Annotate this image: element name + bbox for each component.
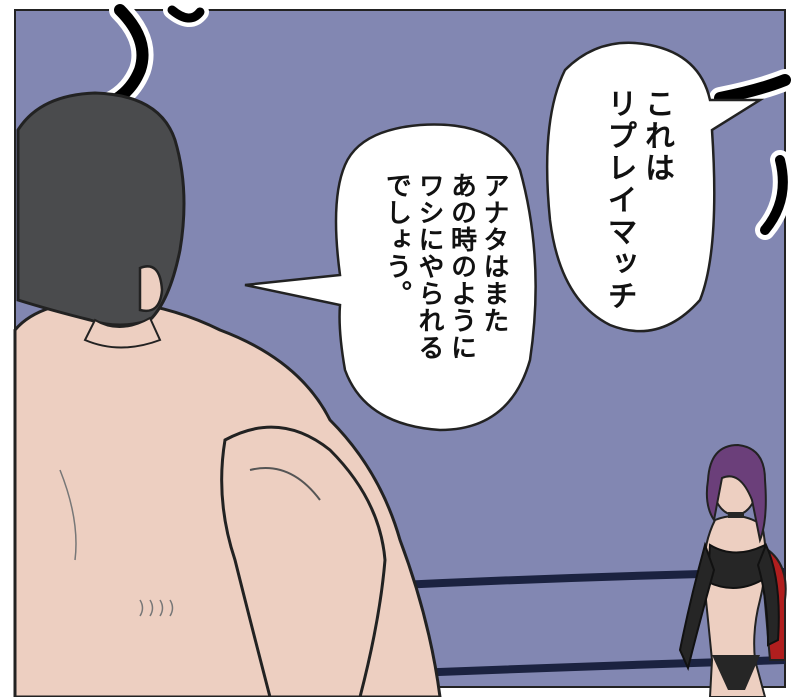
speech-center-line: アナタはまた [479, 172, 509, 334]
speech-right-line: リプレイマッチ [601, 88, 637, 312]
woman-figure [678, 443, 787, 697]
speech-bubble-center [244, 123, 537, 432]
woman-right-glove [756, 542, 780, 647]
man-neck [83, 316, 162, 349]
woman-bottom [712, 655, 760, 690]
speech-center-line: ワシにやられる [414, 172, 444, 361]
man-arm [220, 425, 387, 697]
man-ear [138, 265, 164, 313]
woman-choker [728, 512, 744, 518]
man-figure [13, 91, 442, 697]
speech-center-text: アナタはまた あの時のように ワシにやられる でしょう。 [380, 172, 510, 361]
speech-center-line: でしょう。 [381, 172, 412, 307]
speech-right-text: これは リプレイマッチ [600, 88, 675, 312]
woman-hair [705, 443, 767, 544]
woman-left-glove [678, 541, 716, 672]
speech-bubble-right [545, 41, 765, 333]
speech-center-line: あの時のように [446, 172, 477, 361]
speech-right-line: これは [639, 88, 674, 184]
